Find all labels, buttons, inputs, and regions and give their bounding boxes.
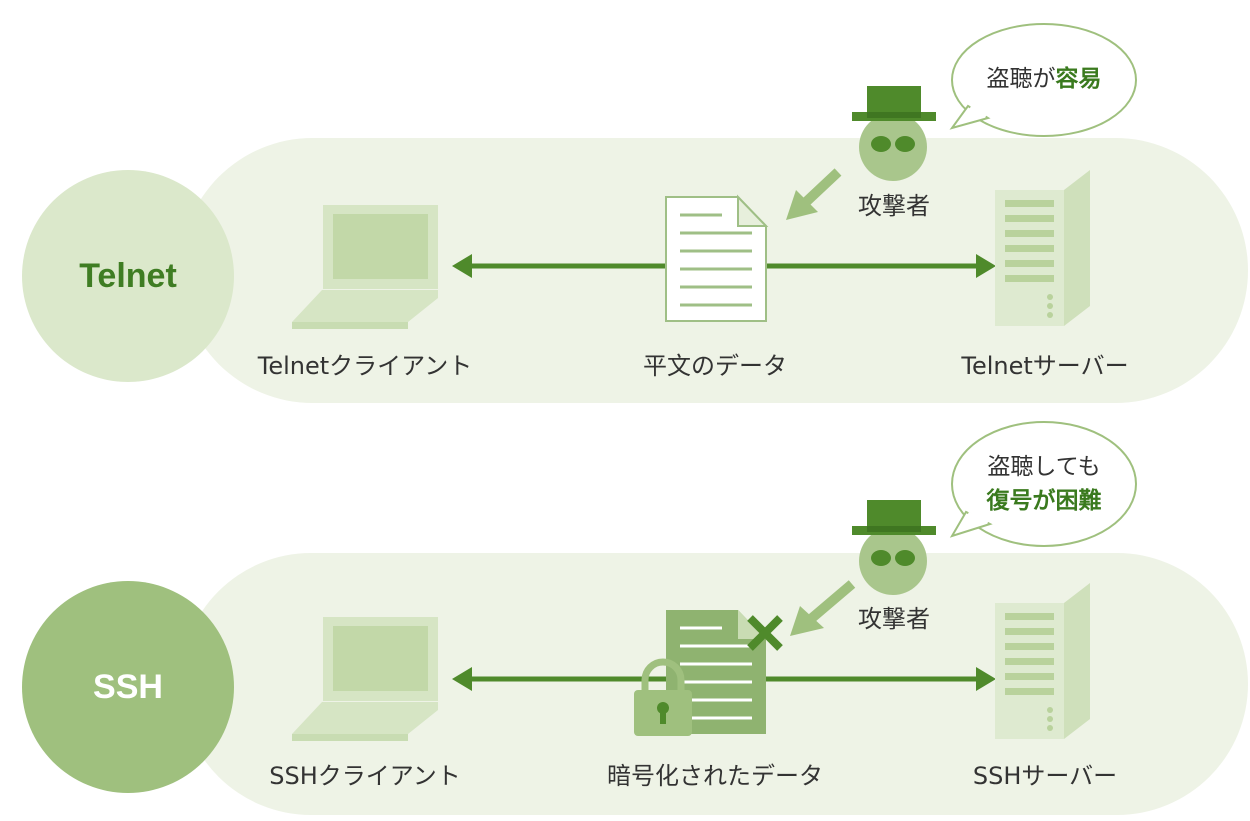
ssh-server-label: SSHサーバー <box>972 762 1118 790</box>
telnet-bubble-plain: 盗聴が <box>986 66 1056 92</box>
ssh-attacker-label: 攻撃者 <box>858 605 930 633</box>
attacker-icon <box>852 86 936 181</box>
lock-icon <box>634 658 692 736</box>
ssh-bubble-text: 盗聴しても 復号が困難 <box>958 450 1130 518</box>
document-icon <box>665 194 769 322</box>
ssh-data-label: 暗号化されたデータ <box>607 762 823 790</box>
telnet-attacker-label: 攻撃者 <box>858 192 930 220</box>
ssh-protocol-circle: SSH <box>22 581 234 793</box>
speech-bubble <box>949 421 1137 547</box>
laptop-icon <box>292 205 438 329</box>
telnet-bubble-bold: 容易 <box>1055 66 1102 92</box>
attacker-icon <box>852 500 936 595</box>
server-icon <box>995 583 1090 739</box>
server-icon <box>995 170 1090 326</box>
blocked-x-icon <box>747 615 783 651</box>
ssh-protocol-label: SSH <box>93 667 163 706</box>
telnet-client-label: Telnetクライアント <box>257 352 473 380</box>
ssh-bubble-line2: 復号が困難 <box>986 488 1102 514</box>
ssh-bubble-line1: 盗聴しても <box>987 454 1101 480</box>
telnet-protocol-label: Telnet <box>79 256 177 295</box>
ssh-client-label: SSHクライアント <box>269 762 461 790</box>
telnet-protocol-circle: Telnet <box>22 170 234 382</box>
attack-arrow <box>790 580 856 636</box>
telnet-data-label: 平文のデータ <box>643 352 787 380</box>
telnet-server-label: Telnetサーバー <box>961 352 1129 380</box>
laptop-icon <box>292 617 438 741</box>
speech-bubble <box>949 23 1137 137</box>
telnet-bubble-text: 盗聴が容易 <box>958 62 1130 96</box>
attack-arrow <box>786 168 842 220</box>
